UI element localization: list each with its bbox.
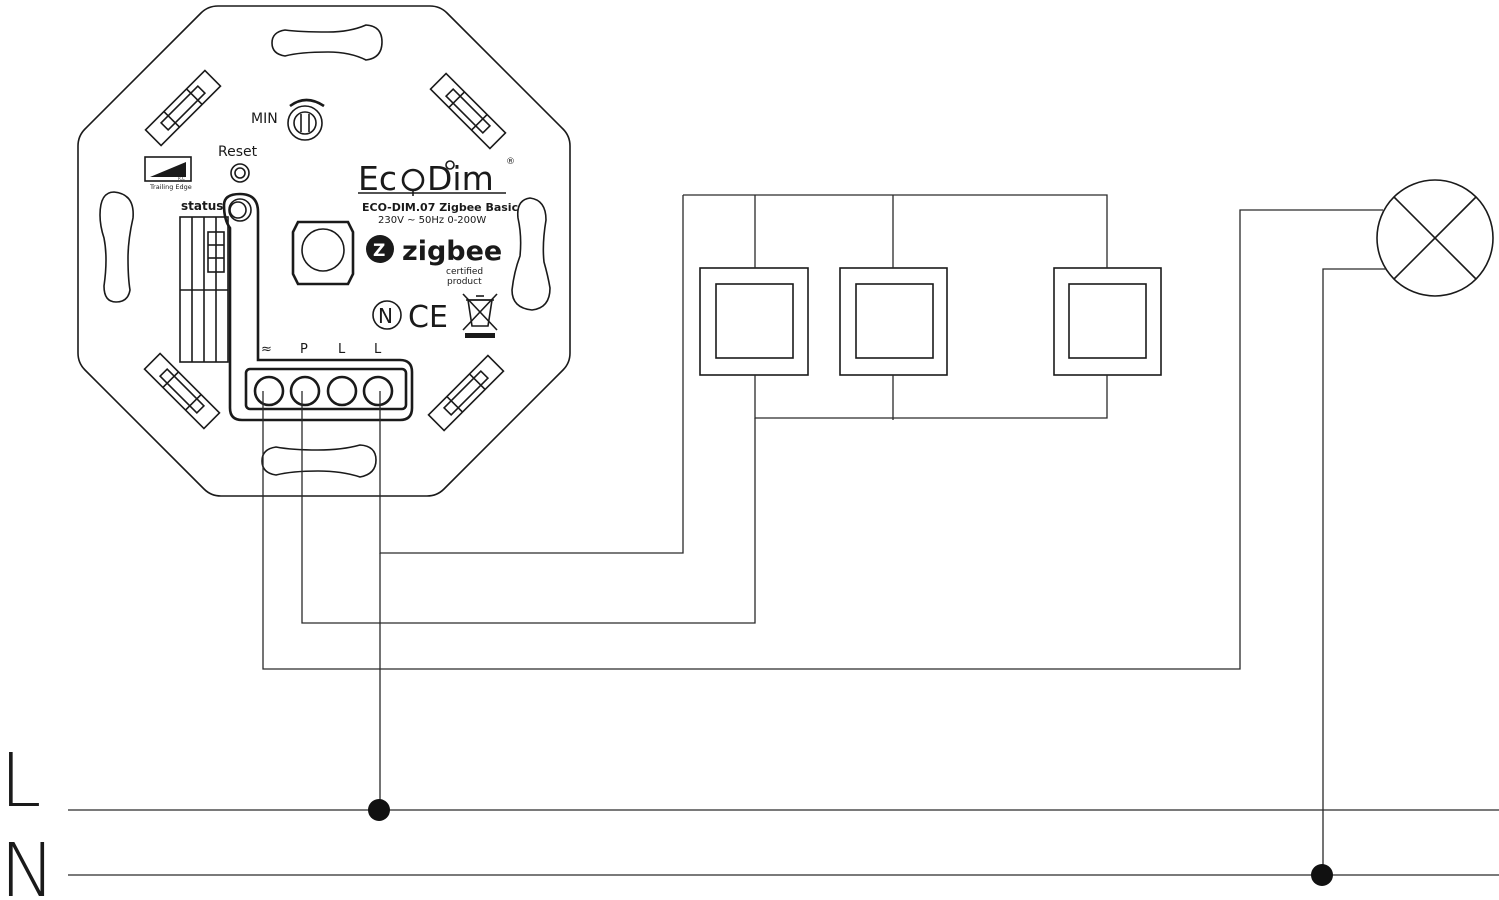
wire-l-to-buttons (379, 195, 684, 554)
wire-button-bottom-bus (754, 375, 1108, 419)
wiring (68, 194, 1499, 886)
rail-label-n: N (0, 828, 55, 900)
dimmer-module: MIN Reset R,C Trailing Edge status (77, 5, 571, 497)
reset-button[interactable] (230, 163, 250, 183)
zigbee-icon (366, 235, 394, 263)
terminal-enclosure (222, 192, 414, 422)
terminal-label-l2: L (374, 342, 382, 357)
connector-block (179, 216, 229, 363)
wire-dim-to-lamp (262, 209, 1383, 670)
terminal-l1[interactable] (326, 375, 358, 407)
rail-label-l: L (0, 738, 41, 824)
wire-button-top-bus (683, 194, 1108, 268)
terminal-p[interactable] (289, 375, 321, 407)
clamp-clip-top-left (144, 69, 222, 147)
terminal-label-l1: L (338, 342, 346, 357)
min-adjust-arrow (289, 98, 325, 108)
svg-text:Z: Z (373, 241, 385, 261)
model-label: ECO-DIM.07 Zigbee Basic (362, 201, 518, 214)
zigbee-label: zigbee (402, 236, 502, 267)
mounting-slot-right (511, 197, 551, 311)
svg-text:®: ® (506, 157, 515, 167)
push-button-1 (699, 267, 809, 376)
terminal-l2[interactable] (362, 375, 394, 407)
product-label: product (447, 277, 482, 287)
ce-mark-icon: CE (408, 300, 448, 335)
certified-label: certified (446, 267, 483, 277)
clamp-clip-bottom-right (427, 354, 505, 432)
terminal-dim[interactable] (253, 375, 285, 407)
mounting-slot-bottom (261, 444, 377, 478)
wire-p-to-buttons (301, 391, 756, 624)
svg-text:N: N (378, 304, 393, 328)
dimmer-octagon-body (77, 5, 571, 497)
n-mark-icon (372, 300, 402, 330)
clamp-clip-top-right (429, 72, 507, 150)
trailing-edge-label: Trailing Edge (149, 183, 192, 191)
status-label: status (181, 199, 223, 213)
push-button-2 (839, 267, 948, 376)
svg-text:R,C: R,C (178, 176, 185, 181)
min-label: MIN (251, 111, 278, 127)
center-shaft-hole (291, 220, 355, 286)
min-knob[interactable] (287, 105, 323, 141)
min-knob-inner (293, 111, 317, 135)
reset-label: Reset (218, 144, 258, 160)
mounting-slot-left (99, 191, 134, 303)
trailing-edge-icon: R,C Trailing Edge (144, 156, 192, 191)
lamp-symbol (1376, 179, 1494, 297)
terminal-label-dim: ≈ (261, 342, 272, 357)
rating-label: 230V ~ 50Hz 0-200W (378, 215, 486, 226)
clamp-clip-bottom-left (143, 352, 221, 430)
weee-bin-icon (462, 293, 498, 338)
mounting-slot-top (271, 24, 383, 61)
terminal-block (244, 367, 408, 411)
junction-n (1311, 864, 1333, 886)
terminal-label-p: P (300, 342, 308, 357)
brand-bulb-icon (401, 168, 425, 192)
status-led (229, 201, 247, 219)
wire-lamp-neutral (1322, 268, 1386, 875)
junction-l (368, 799, 390, 821)
push-button-3 (1053, 267, 1162, 376)
